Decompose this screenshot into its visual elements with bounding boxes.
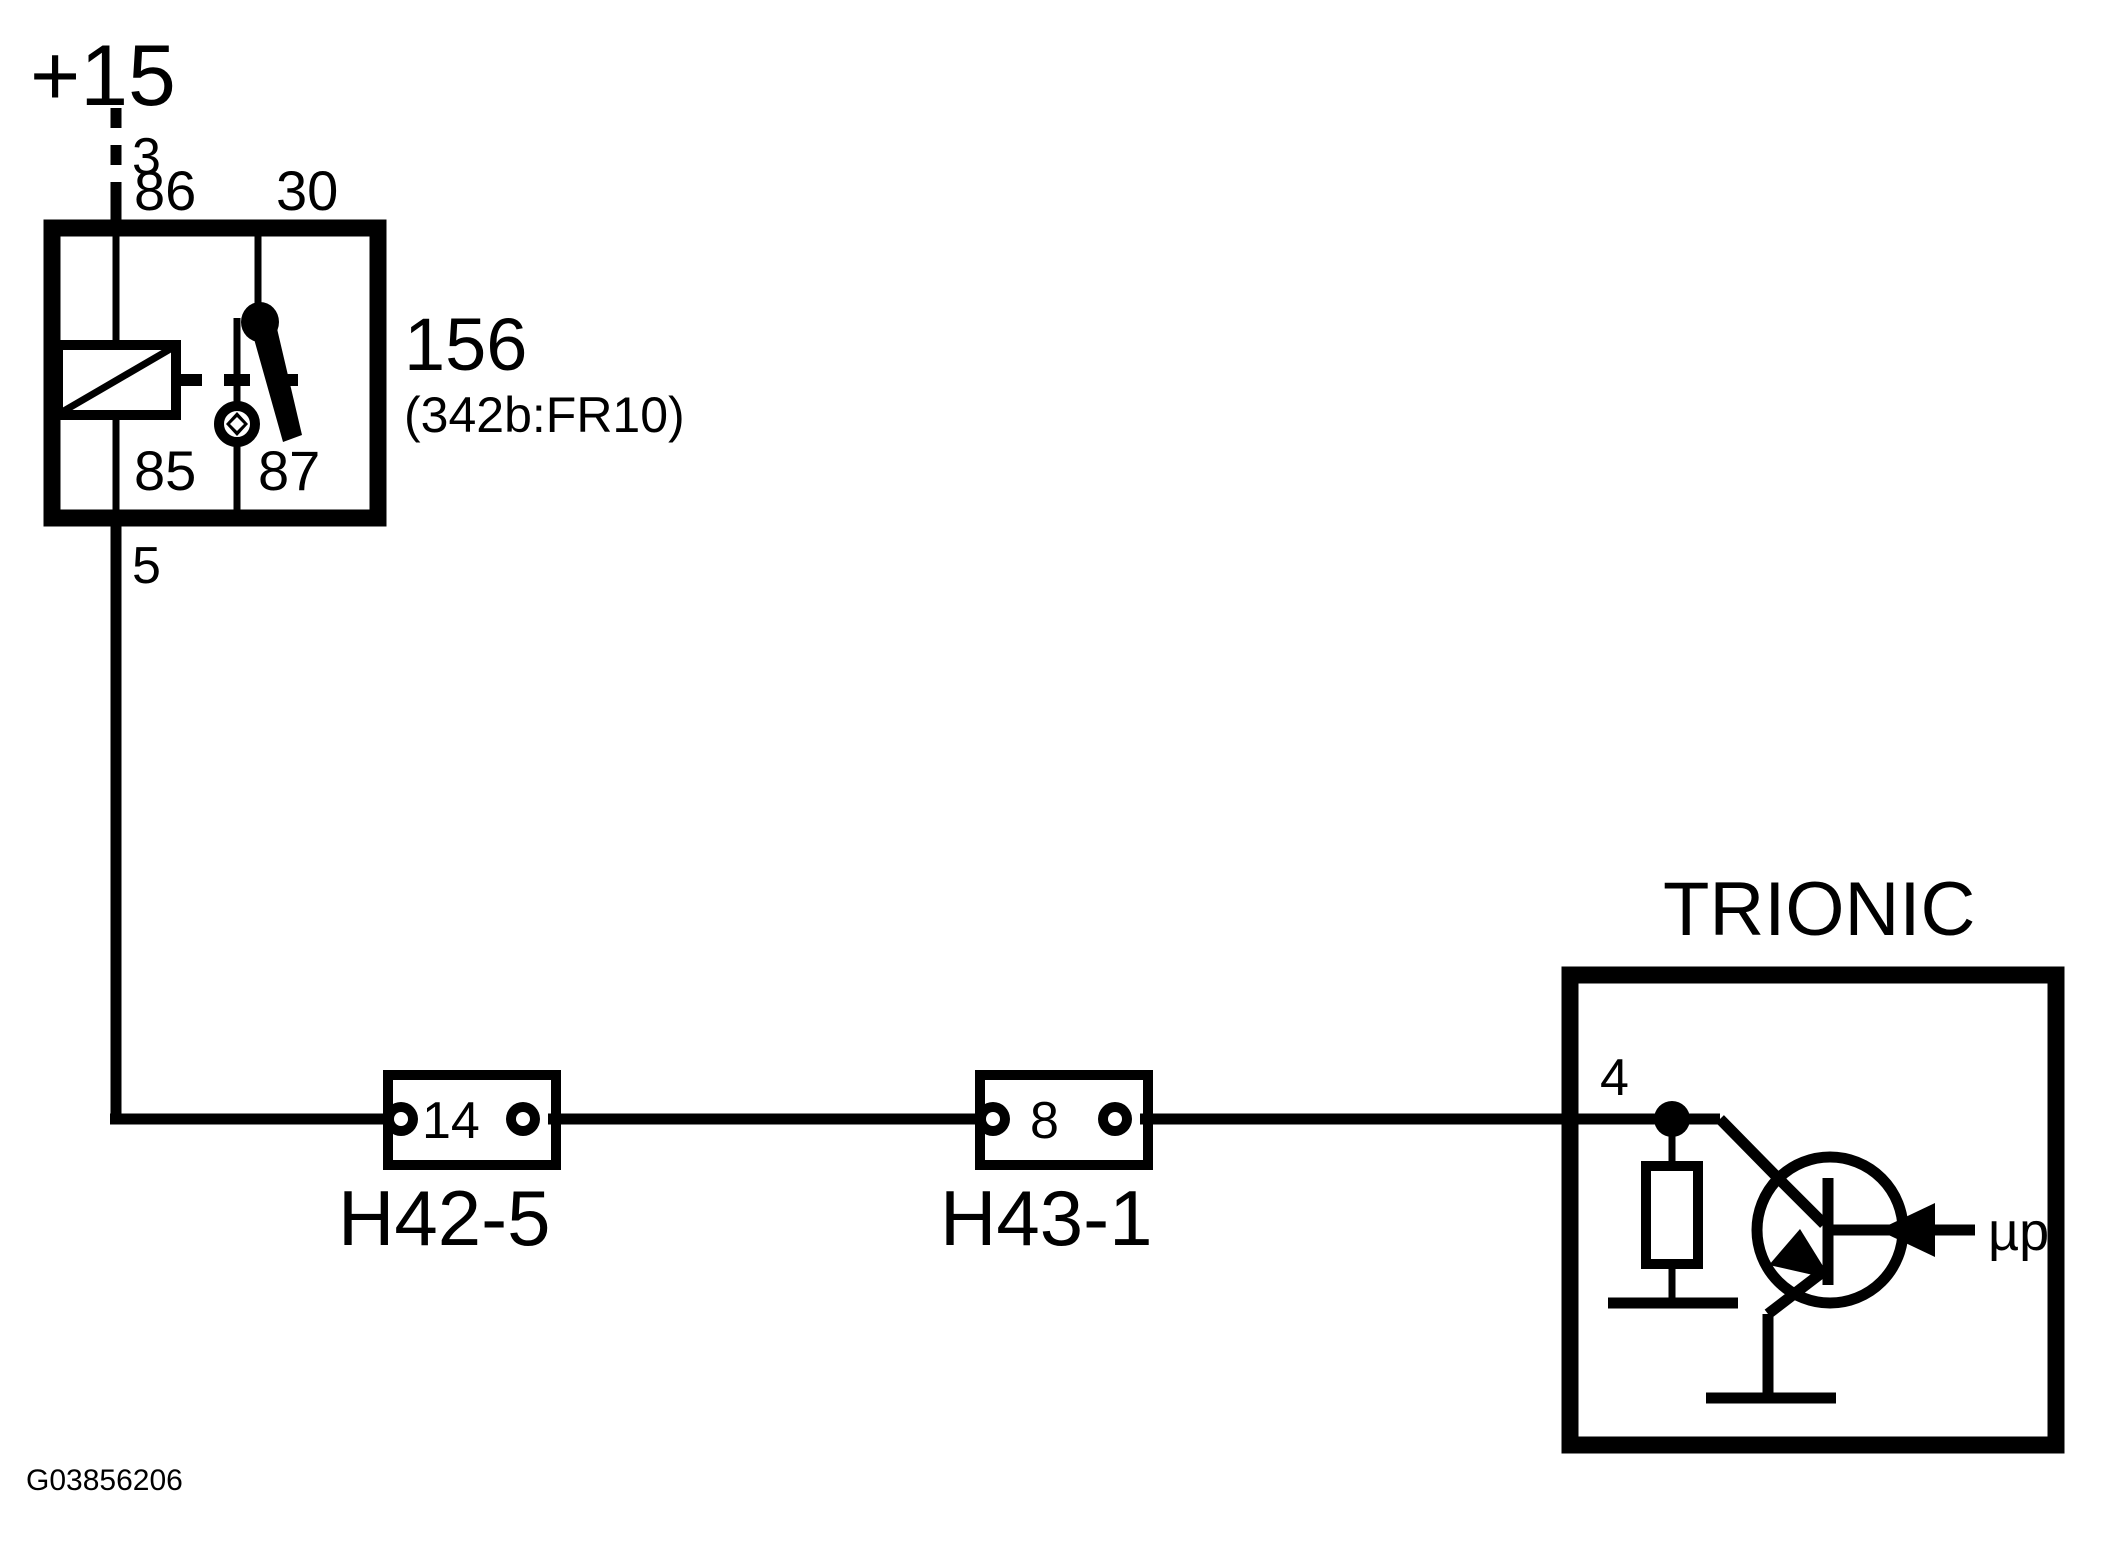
resistor-body	[1641, 1161, 1703, 1269]
relay-output-pin-label: 5	[132, 537, 161, 595]
relay-terminal-85-label: 85	[134, 439, 196, 502]
microprocessor-label: µp	[1988, 1202, 2049, 1262]
figure-id-label: G03856206	[26, 1464, 183, 1497]
relay-156[interactable]: 86 30 85 87	[43, 159, 387, 527]
module-name-label: TRIONIC	[1663, 867, 1975, 952]
connector-h42-5-pin-left-hole	[394, 1112, 408, 1126]
relay-coil-diagonal	[60, 344, 174, 416]
supply-label: +15	[30, 28, 176, 124]
relay-output-wire-group	[110, 512, 393, 1125]
relay-terminal-30-label: 30	[276, 159, 338, 222]
transistor-collector-segment	[1764, 1263, 1832, 1319]
connector-h43-1-pin-right-hole	[1108, 1112, 1122, 1126]
connector-h43-1-pin-left-hole	[986, 1112, 1000, 1126]
connector-h42-5-pin-label: 14	[422, 1092, 480, 1150]
relay-terminal-87-label: 87	[258, 439, 320, 502]
relay-id-label: 156	[404, 303, 527, 386]
trionic-module[interactable]: 4	[1561, 966, 2065, 1454]
relay-box-frame	[43, 219, 387, 527]
connector-h43-1-pin-label: 8	[1030, 1092, 1059, 1150]
relay-terminal-86-label: 86	[134, 159, 196, 222]
trionic-pin-4-label: 4	[1600, 1049, 1629, 1107]
transistor-emitter-lead	[1716, 1115, 1779, 1179]
relay-switch-blade	[247, 314, 302, 442]
transistor-emitter-arrow	[1769, 1229, 1831, 1279]
connector-h42-5-pin-right-hole	[516, 1112, 530, 1126]
relay-terminal87-contact-hole	[230, 417, 244, 431]
transistor-emitter-segment	[1771, 1171, 1828, 1228]
supply-pin-label: 3	[132, 128, 161, 186]
connector-h43-1-name-label: H43-1	[940, 1174, 1152, 1262]
connector-h42-5-name-label: H42-5	[338, 1174, 550, 1262]
connector-h43-1[interactable]: 8	[975, 1070, 1153, 1170]
relay-sub-id-label: (342b:FR10)	[404, 387, 685, 443]
trionic-box-frame	[1561, 966, 2065, 1454]
connector-h42-5[interactable]: 14	[383, 1070, 561, 1170]
microprocessor-signal-arrow	[1878, 1203, 1935, 1257]
